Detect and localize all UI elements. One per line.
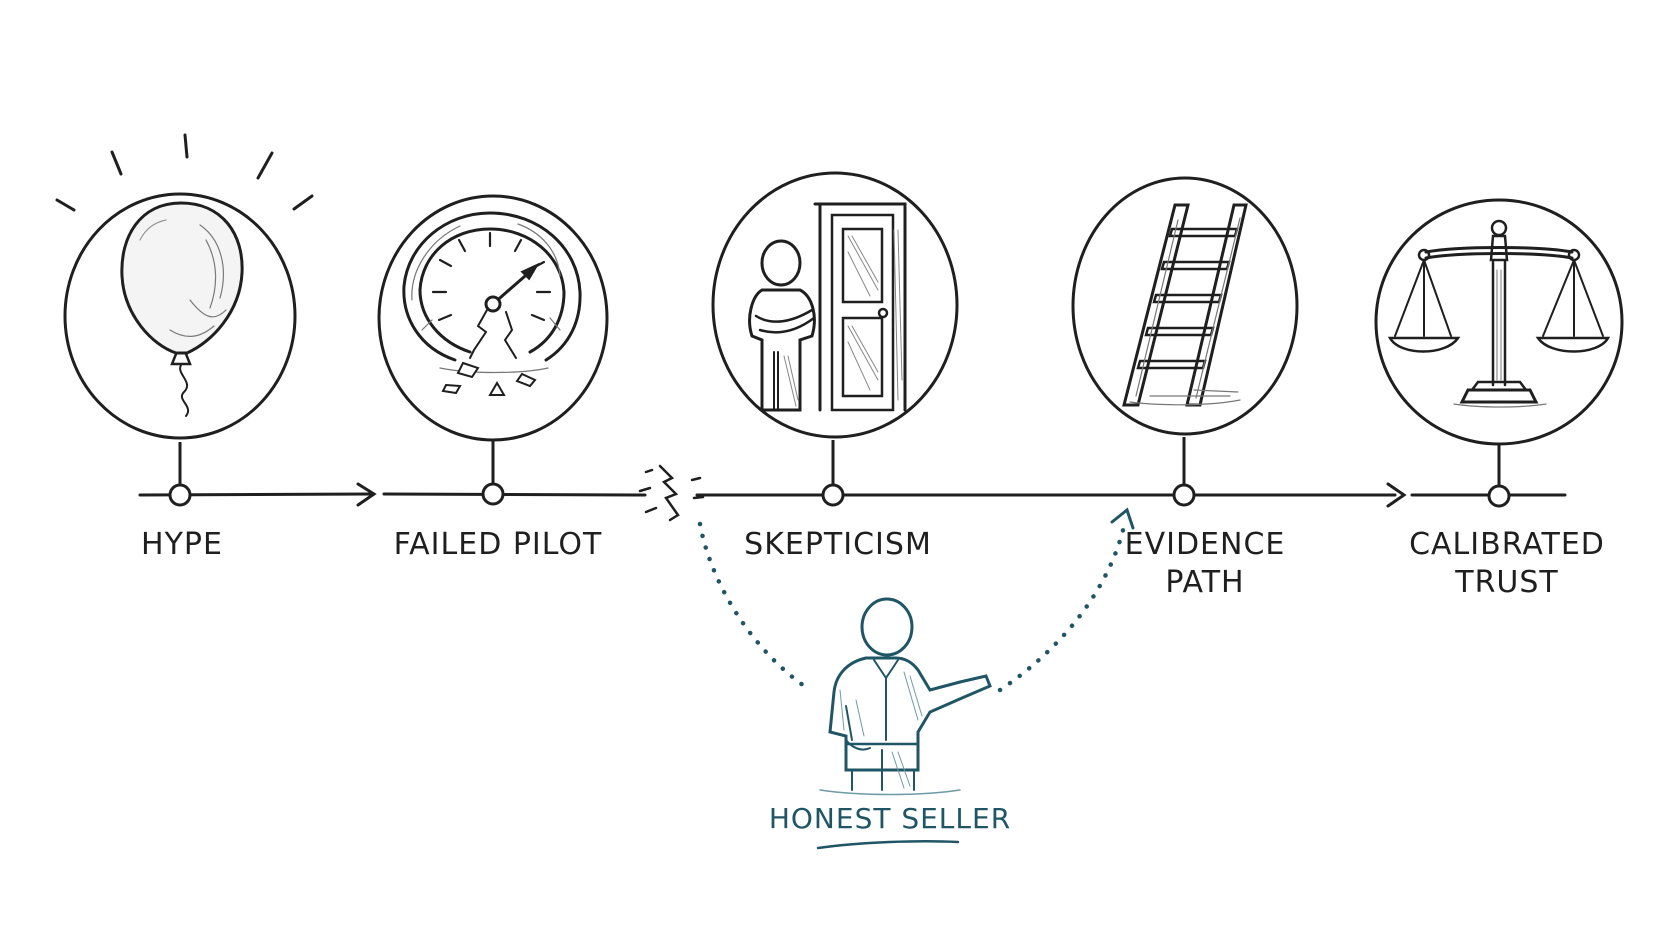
timeline-node: [481, 482, 505, 506]
detour-out-path: [997, 519, 1128, 693]
stage-label-failed-pilot: FAILED PILOT: [394, 526, 603, 564]
stage-label-skepticism: SKEPTICISM: [744, 526, 932, 564]
stage-circle: [377, 194, 609, 442]
broken-gauge-icon: [377, 194, 609, 442]
ladder-icon: [1071, 176, 1299, 436]
stage-label-line: SKEPTICISM: [744, 527, 932, 562]
stage-label-line: HYPE: [141, 527, 223, 562]
stage-label-line: TRUST: [1455, 565, 1559, 600]
timeline-node: [1487, 484, 1511, 508]
stage-label-line: FAILED PILOT: [393, 527, 603, 562]
arrow-head: [356, 482, 377, 507]
timeline: [138, 482, 1567, 508]
stage-label-line: PATH: [1165, 565, 1245, 600]
stage-label-line: CALIBRATED: [1409, 527, 1605, 562]
arrow-head: [1386, 482, 1407, 508]
lightning-break-icon: [638, 464, 705, 522]
timeline-node: [821, 483, 845, 507]
person-at-door-icon: [711, 171, 959, 439]
balloon-icon: [55, 133, 314, 440]
detour-in-path: [697, 521, 813, 693]
dotted-detour-path: [697, 519, 1128, 693]
timeline-segment: [382, 492, 647, 497]
stage-circle: [63, 192, 297, 440]
stage-label-hype: HYPE: [141, 526, 223, 564]
timeline-node: [1172, 483, 1196, 507]
stage-label-calibrated-trust: CALIBRATED TRUST: [1409, 526, 1605, 602]
stage-circle: [1374, 198, 1624, 446]
stage-label-evidence-path: EVIDENCE PATH: [1125, 526, 1286, 602]
balance-scale-icon: [1374, 198, 1624, 446]
honest-seller-label: HONEST SELLER: [768, 802, 1012, 835]
stage-circle: [711, 171, 959, 439]
seller-underline: [816, 840, 960, 850]
stage-circle: [1071, 176, 1299, 436]
detour-arrow-head: [1110, 507, 1135, 530]
timeline-node: [168, 483, 192, 507]
timeline-nodes: [168, 437, 1511, 508]
stage-label-line: EVIDENCE: [1124, 527, 1286, 562]
presenting-person-icon: [819, 597, 992, 796]
